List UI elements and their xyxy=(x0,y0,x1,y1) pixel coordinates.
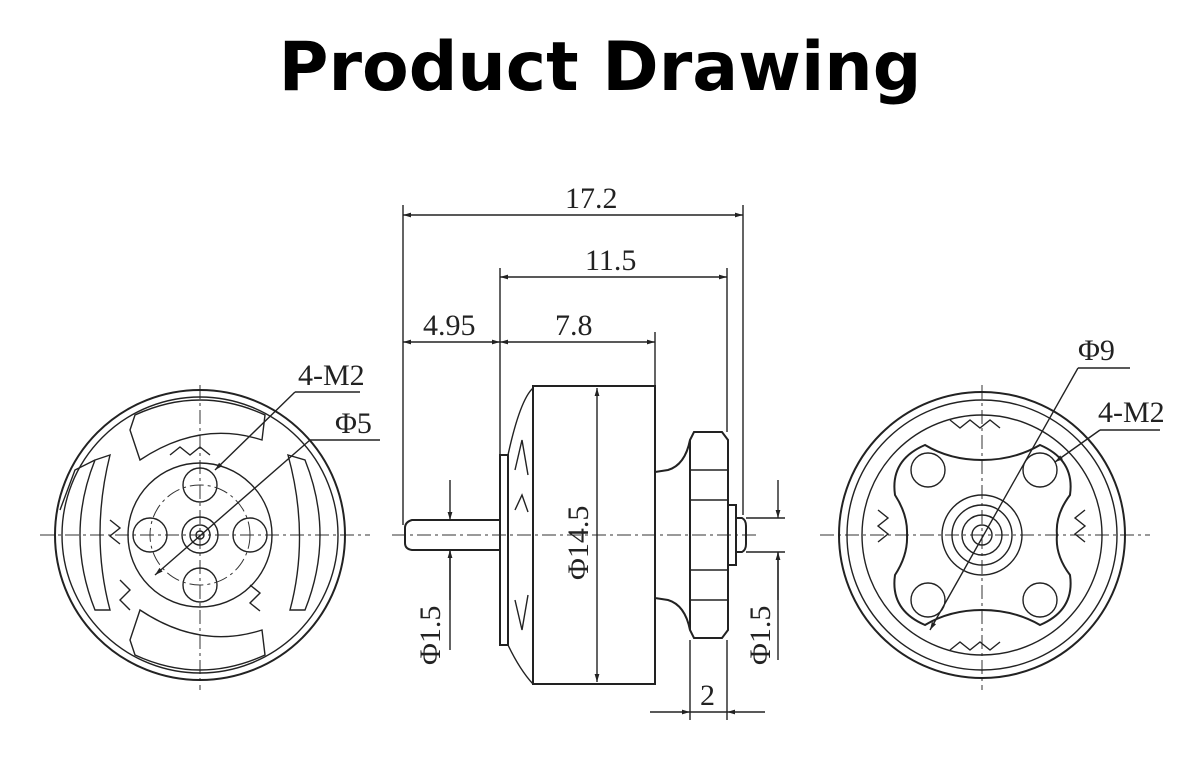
left-shaft-diameter-label: Φ1.5 xyxy=(414,606,447,665)
side-view: 17.2 11.5 4.95 7.8 Φ14.5 Φ1.5 Φ1.5 2 xyxy=(392,182,785,720)
hub-width-label: 2 xyxy=(700,679,715,712)
right-hole-circle-label: Φ9 xyxy=(1078,334,1115,367)
page-title: Product Drawing xyxy=(278,28,922,107)
right-shaft-diameter-label: Φ1.5 xyxy=(744,606,777,665)
body-length-label: 7.8 xyxy=(555,309,593,342)
overall-length-label: 17.2 xyxy=(565,182,618,215)
body-diameter-label: Φ14.5 xyxy=(562,506,595,580)
left-hole-circle-label: Φ5 xyxy=(335,407,372,440)
shaft-length-label: 4.95 xyxy=(423,309,476,342)
right-end-view: Φ9 4-M2 xyxy=(820,334,1165,690)
left-end-view: 4-M2 Φ5 xyxy=(40,359,380,690)
left-holes-label: 4-M2 xyxy=(298,359,365,392)
body-to-shaft-end-label: 11.5 xyxy=(585,244,636,277)
right-holes-label: 4-M2 xyxy=(1098,396,1165,429)
